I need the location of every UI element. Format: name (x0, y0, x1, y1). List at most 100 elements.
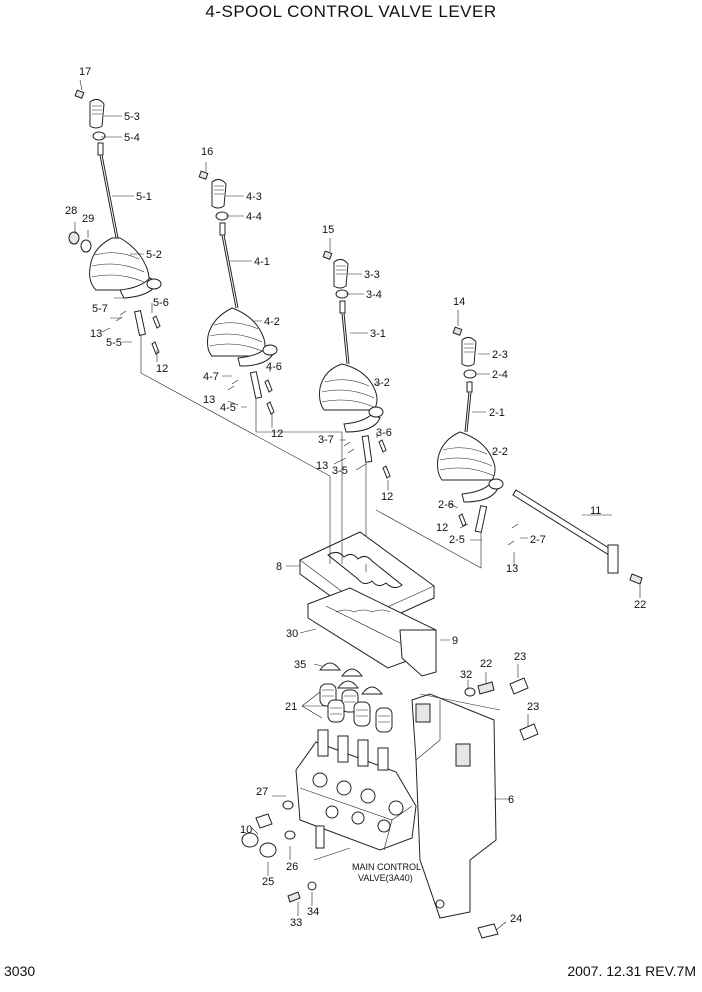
part-25-plug-b (259, 842, 277, 858)
callout: 11 (590, 505, 601, 517)
part-10-fitting (255, 813, 273, 829)
part-5-5-link (133, 310, 147, 336)
callout: 4-3 (246, 191, 262, 203)
callout: 4-7 (203, 371, 219, 383)
callout: 34 (307, 906, 319, 918)
callout: 4-2 (264, 316, 280, 328)
callout: 25 (262, 876, 274, 888)
callout: 5-3 (124, 111, 140, 123)
part-27-oring (282, 800, 294, 810)
part-25-plug-a (241, 832, 259, 848)
part-32-washer (464, 687, 476, 697)
callout: 3-3 (364, 269, 380, 281)
part-21-springs (319, 683, 393, 733)
part-26-oring (284, 830, 296, 840)
callout: 6 (508, 794, 514, 806)
callout: 14 (453, 296, 465, 308)
valve-body (295, 741, 417, 851)
callout: 22 (480, 658, 492, 670)
part-12-bolt (151, 341, 160, 355)
callout: 4-5 (220, 402, 236, 414)
part-22-bolt-b (477, 681, 495, 695)
part-6-bracket (411, 693, 497, 919)
callout: 27 (256, 786, 268, 798)
callout: 5-7 (92, 303, 108, 315)
callout: 13 (506, 563, 518, 575)
callout: 22 (634, 599, 646, 611)
callout: 16 (201, 146, 213, 158)
part-2-1-thread (466, 381, 473, 393)
cover-plate-group (286, 531, 450, 677)
lever-assembly-4 (198, 162, 343, 542)
part-24-bolt (477, 923, 499, 939)
part-5-4-nut (92, 131, 106, 141)
callout: 12 (436, 522, 448, 534)
callout: 3-6 (376, 427, 392, 439)
callout: 2-2 (492, 446, 508, 458)
part-2-4-nut (463, 369, 477, 379)
callout: 2-4 (492, 369, 508, 381)
part-9-plate (399, 629, 437, 677)
callout: 5-5 (106, 337, 122, 349)
part-15-pin (322, 250, 333, 260)
callout: 15 (322, 224, 334, 236)
main-valve-note-line1: MAIN CONTROL (352, 862, 421, 872)
bracket-pad-1 (415, 703, 431, 723)
part-5-1-thread (97, 142, 104, 156)
callout: 13 (90, 328, 102, 340)
part-3-2-boot (319, 363, 378, 411)
part-33-bolt (287, 891, 301, 903)
page-number: 3030 (4, 963, 36, 979)
callout: 10 (240, 824, 252, 836)
part-16-pin (198, 170, 209, 180)
part-35-cap (319, 662, 341, 671)
callout: 23 (527, 701, 539, 713)
callout: 13 (316, 460, 328, 472)
callout: 21 (285, 701, 297, 713)
callout: 13 (203, 394, 215, 406)
spring-cap-group (301, 662, 393, 733)
bracket-pad-2 (455, 743, 471, 767)
page-title: 4-SPOOL CONTROL VALVE LEVER (205, 2, 497, 21)
part-23-bolt-a (509, 677, 529, 695)
callout: 3-1 (370, 328, 386, 340)
callout: 2-6 (438, 499, 454, 511)
callout: 30 (286, 628, 298, 640)
callout: 12 (156, 363, 168, 375)
part-11-bracket (607, 544, 619, 574)
callout: 12 (381, 491, 393, 503)
callout: 28 (65, 205, 77, 217)
callout: 29 (82, 213, 94, 225)
callout: 3-7 (318, 434, 334, 446)
callout: 9 (452, 635, 458, 647)
part-8-gate-slots (327, 551, 403, 589)
revision-date: 2007. 12.31 REV.7M (567, 963, 696, 979)
callout: 4-6 (266, 361, 282, 373)
callout: 26 (286, 861, 298, 873)
callout: 35 (294, 659, 306, 671)
main-valve-note-line2: VALVE(3A40) (358, 873, 413, 883)
callout: 5-6 (153, 297, 169, 309)
callout: 5-1 (136, 191, 152, 203)
callout-labels: 17 5-3 5-4 5-1 28 29 5-2 5-6 5-7 13 5-5 … (65, 66, 646, 929)
callout: 4-1 (254, 256, 270, 268)
callout: 5-2 (146, 249, 162, 261)
callout: 5-4 (124, 132, 140, 144)
part-4-1-thread (219, 222, 226, 236)
callout: 32 (460, 669, 472, 681)
lever-assembly-3 (319, 238, 391, 572)
part-5-2-boot (89, 237, 150, 291)
part-2-5-link (474, 505, 488, 533)
part-4-5-link (249, 371, 263, 399)
callout: 17 (79, 66, 91, 78)
lever-assembly-2 (375, 310, 643, 598)
part-34-washer (307, 881, 317, 891)
part-5-6-bolt (152, 315, 161, 329)
part-22-bolt (629, 573, 643, 585)
part-28-cap (68, 231, 80, 245)
part-23-bolt-b (519, 723, 539, 741)
callout: 2-1 (489, 407, 505, 419)
callout: 3-5 (332, 465, 348, 477)
callout: 33 (290, 917, 302, 929)
